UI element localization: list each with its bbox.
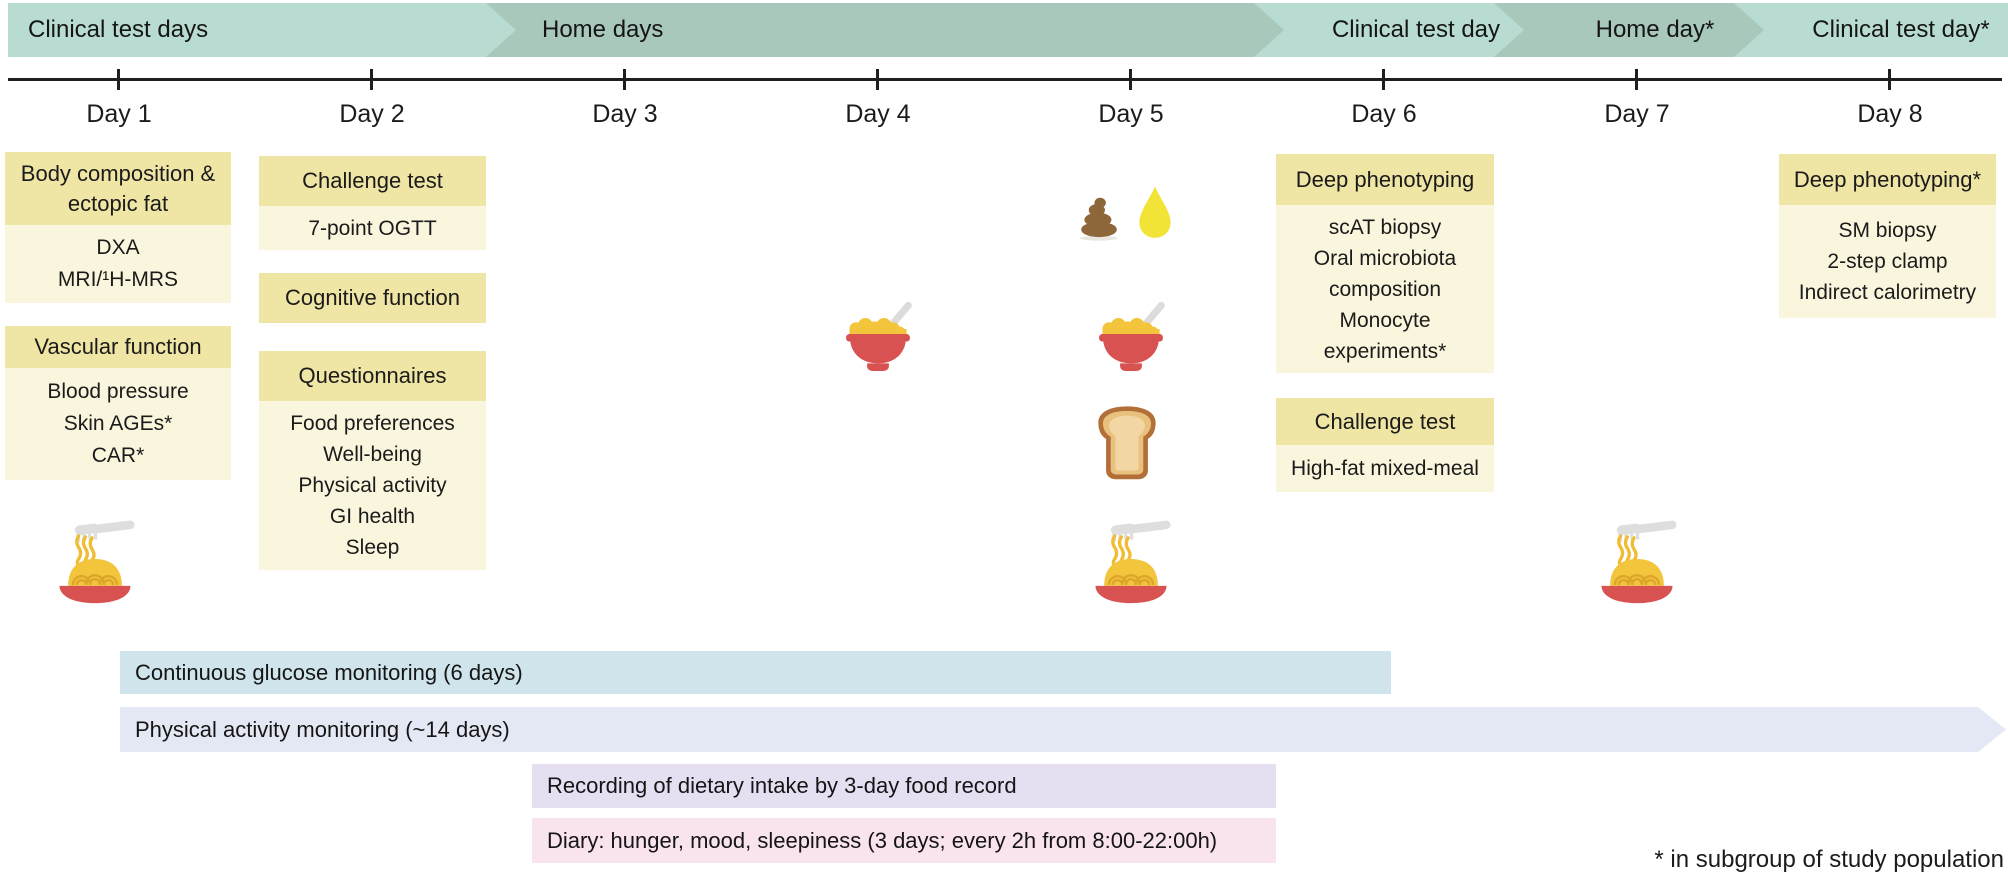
timeline-tick-day7 — [1635, 69, 1638, 90]
activity-item: Indirect calorimetry — [1798, 281, 1977, 304]
day-label-5: Day 5 — [1098, 100, 1164, 128]
day-label-6: Day 6 — [1351, 100, 1417, 128]
timeline-tick-day1 — [117, 69, 120, 90]
card-body-vascular-function: Blood pressure Skin AGEs* CAR* — [5, 368, 231, 480]
phase-banner-label: Clinical test days — [28, 16, 209, 43]
card-body-deep-phenotyping-day6: scAT biopsy Oral microbiota composition … — [1276, 205, 1494, 373]
day-label-8: Day 8 — [1857, 100, 1923, 128]
day-label-3: Day 3 — [592, 100, 658, 128]
spaghetti-plate-icon — [1083, 510, 1179, 606]
timeline-tick-day5 — [1129, 69, 1132, 90]
day-label-4: Day 4 — [845, 100, 911, 128]
bar-label: Recording of dietary intake by 3-day foo… — [547, 773, 1017, 798]
porridge-bowl-icon — [1089, 292, 1173, 376]
activity-item: SM biopsy — [1838, 219, 1937, 242]
activity-item: 2-step clamp — [1827, 250, 1948, 273]
activity-item: scAT biopsy — [1328, 215, 1442, 239]
timeline-tick-day2 — [370, 69, 373, 90]
card-header-questionnaires: Questionnaires — [259, 351, 486, 401]
card-body-challenge-test-day2: 7-point OGTT — [259, 206, 486, 250]
phase-banner-label: Clinical test day — [1331, 16, 1501, 43]
card-body-body-composition: DXA MRI/¹H-MRS — [5, 225, 231, 303]
day-label-1: Day 1 — [86, 100, 152, 128]
phase-banner-label: Home day* — [1595, 16, 1715, 43]
card-header-challenge-test-day6: Challenge test — [1276, 398, 1494, 445]
card-body-challenge-test-day6: High-fat mixed-meal — [1276, 445, 1494, 492]
activity-item: High-fat mixed-meal — [1291, 457, 1479, 480]
bread-slice-icon — [1096, 403, 1158, 481]
card-header-deep-phenotyping-day6: Deep phenotyping — [1276, 154, 1494, 205]
activity-item: Blood pressure — [47, 380, 189, 403]
bar-dietary-intake-recording: Recording of dietary intake by 3-day foo… — [532, 764, 1276, 808]
stool-sample-icon — [1068, 190, 1130, 242]
spaghetti-plate-icon — [47, 510, 143, 606]
timeline-axis — [8, 78, 2002, 81]
activity-item: Oral microbiota composition — [1313, 246, 1457, 301]
activity-item: Monocyte experiments* — [1323, 308, 1447, 363]
activity-item: Skin AGEs* — [63, 412, 173, 435]
phase-banner-clinical-test-day-final: Clinical test day* — [1734, 3, 2008, 57]
phase-banner-label: Clinical test day* — [1812, 16, 1990, 43]
bar-physical-activity-monitoring: Physical activity monitoring (~14 days) — [120, 707, 2006, 752]
card-header-cognitive-function: Cognitive function — [259, 273, 486, 323]
activity-item: 7-point OGTT — [308, 216, 437, 240]
day-label-2: Day 2 — [339, 100, 405, 128]
activity-item: Physical activity — [298, 474, 447, 497]
activity-item: Well-being — [323, 443, 422, 466]
phase-banner-home-days: Home days — [486, 3, 1334, 57]
card-body-deep-phenotyping-day8: SM biopsy 2-step clamp Indirect calorime… — [1779, 205, 1996, 318]
card-header-challenge-test-day2: Challenge test — [259, 156, 486, 206]
phase-banner-clinical-test-day: Clinical test day — [1254, 3, 1548, 57]
subgroup-footnote: * in subgroup of study population — [1654, 846, 2004, 873]
phase-banner-label: Home days — [542, 16, 664, 43]
day-label-7: Day 7 — [1604, 100, 1670, 128]
oil-droplet-icon — [1137, 182, 1173, 242]
activity-item: CAR* — [91, 444, 145, 467]
timeline-tick-day6 — [1382, 69, 1385, 90]
timeline-tick-day8 — [1888, 69, 1891, 90]
bar-label: Diary: hunger, mood, sleepiness (3 days;… — [547, 827, 1218, 853]
timeline-tick-day3 — [623, 69, 626, 90]
card-header-body-composition: Body composition & ectopic fat — [5, 152, 231, 225]
activity-item: MRI/¹H-MRS — [57, 268, 179, 291]
bar-label: Continuous glucose monitoring (6 days) — [135, 659, 523, 685]
activity-item: Sleep — [345, 536, 400, 559]
bar-diary: Diary: hunger, mood, sleepiness (3 days;… — [532, 818, 1276, 863]
card-header-deep-phenotyping-day8: Deep phenotyping* — [1779, 154, 1996, 205]
bar-continuous-glucose-monitoring: Continuous glucose monitoring (6 days) — [120, 651, 1391, 694]
card-header-vascular-function: Vascular function — [5, 326, 231, 368]
card-body-questionnaires: Food preferences Well-being Physical act… — [259, 401, 486, 570]
activity-item: DXA — [96, 236, 140, 259]
phase-banner-home-day: Home day* — [1494, 3, 1786, 57]
bar-label: Physical activity monitoring (~14 days) — [135, 716, 510, 742]
timeline-tick-day4 — [876, 69, 879, 90]
phase-banner-clinical-test-days: Clinical test days — [8, 3, 528, 57]
spaghetti-plate-icon — [1589, 510, 1685, 606]
activity-item: GI health — [329, 505, 416, 528]
activity-item: Food preferences — [290, 412, 455, 435]
porridge-bowl-icon — [836, 292, 920, 376]
